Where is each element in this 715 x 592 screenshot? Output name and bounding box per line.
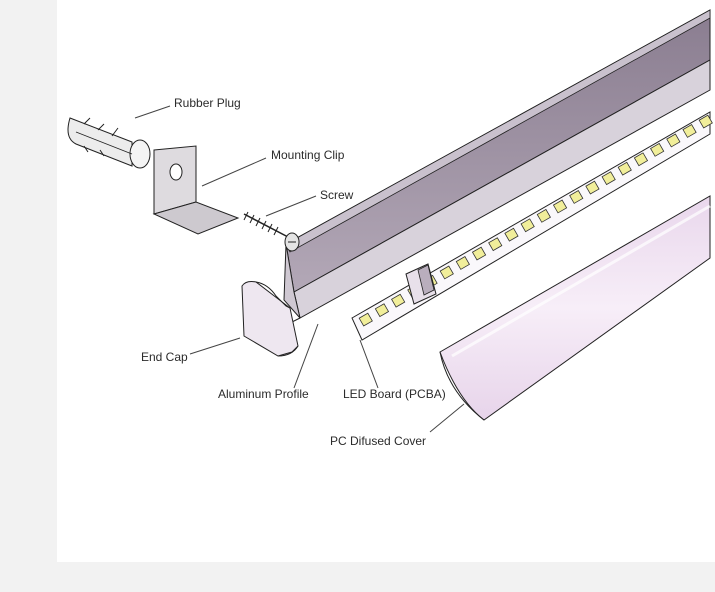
- led-chip: [666, 133, 681, 148]
- led-chip: [617, 161, 632, 176]
- leader-end-cap: [189, 337, 241, 355]
- mounting-clip: [152, 145, 240, 235]
- led-chip: [682, 124, 697, 138]
- led-chip: [374, 303, 390, 318]
- led-chip: [520, 218, 535, 233]
- aluminum-profile: [283, 9, 711, 327]
- leader-cover: [429, 403, 465, 433]
- leader-aluminum-profile: [293, 323, 319, 389]
- led-chip: [698, 114, 713, 129]
- rubber-plug: [67, 117, 151, 169]
- led-chip: [455, 256, 470, 270]
- label-led-board: LED Board (PCBA): [343, 387, 446, 401]
- led-chip: [358, 312, 373, 327]
- label-pc-cover: PC Difused Cover: [330, 434, 427, 448]
- led-chip: [504, 227, 519, 242]
- leader-rubber-plug: [134, 105, 171, 119]
- label-end-cap: End Cap: [141, 350, 188, 364]
- leader-lines: [134, 105, 465, 433]
- led-chip: [536, 208, 551, 223]
- led-chip: [569, 190, 584, 204]
- pc-diffused-cover: [439, 195, 711, 421]
- led-board: [351, 111, 713, 341]
- screw: [243, 211, 300, 252]
- led-chip: [439, 265, 454, 280]
- led-chip: [585, 180, 600, 195]
- label-mounting-clip: Mounting Clip: [271, 148, 345, 162]
- leader-screw: [265, 195, 317, 217]
- led-chip: [488, 237, 503, 252]
- label-screw: Screw: [320, 188, 354, 202]
- led-chip: [552, 199, 568, 214]
- leader-led-board: [359, 339, 379, 389]
- led-chip: [471, 246, 487, 261]
- label-aluminum-profile: Aluminum Profile: [218, 387, 309, 401]
- label-rubber-plug: Rubber Plug: [174, 96, 241, 110]
- led-chip: [391, 293, 406, 308]
- led-chip: [633, 152, 649, 167]
- leader-mounting-clip: [201, 157, 267, 187]
- led-chip: [650, 142, 665, 157]
- led-chip: [601, 171, 616, 186]
- end-cap: [241, 281, 299, 357]
